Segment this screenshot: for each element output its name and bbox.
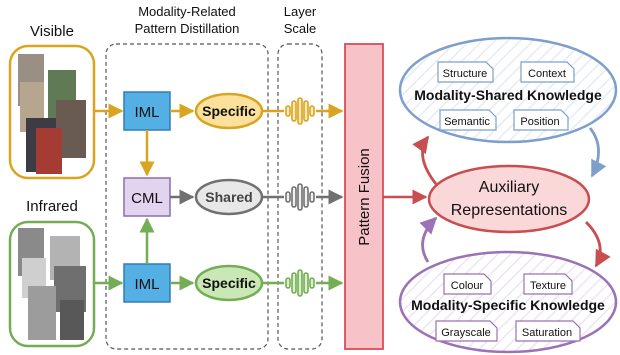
specific-tag-saturation: Saturation — [515, 320, 581, 342]
shared-tag-structure: Structure — [437, 61, 494, 83]
auxiliary-to-shared-knowledge-arrow — [412, 135, 438, 185]
iml-bottom-label: IML — [134, 276, 159, 293]
auxiliary-to-specific-knowledge-arrow — [585, 221, 611, 268]
auxiliary-representations-node — [427, 164, 591, 234]
specific-knowledge-to-auxiliary-arrow — [419, 216, 438, 263]
shared-label: Shared — [205, 189, 252, 205]
infrared-photo-6 — [60, 300, 84, 340]
iml-bottom-block — [123, 263, 171, 303]
layer-scale-glyph-shared — [285, 183, 315, 211]
specific-infrared-label: Specific — [202, 275, 256, 291]
shared-tag-context-label: Context — [528, 68, 566, 80]
infrared-person-images — [18, 228, 86, 340]
specific-tag-colour-label: Colour — [451, 280, 484, 292]
shared-tag-semantic: Semantic — [439, 109, 497, 131]
infrared-label: Infrared — [26, 198, 78, 215]
specific-tag-grayscale: Grayscale — [435, 320, 498, 342]
modality-shared-knowledge-title: Modality-Shared Knowledge — [414, 87, 602, 103]
specific-tag-grayscale-label: Grayscale — [441, 327, 491, 339]
layer-scale-glyph-infrared — [285, 269, 315, 297]
shared-tag-position-label: Position — [520, 116, 559, 128]
pattern-fusion-block — [344, 43, 384, 350]
layer-scale-glyph-visible — [285, 97, 315, 125]
pattern-distillation-title-line1: Modality-Related — [138, 4, 236, 19]
specific-tag-texture-label: Texture — [530, 280, 566, 292]
layer-scale-title-line2: Scale — [284, 21, 317, 36]
shared-tag-structure-label: Structure — [443, 68, 488, 80]
auxiliary-label-line2: Representations — [451, 202, 568, 219]
specific-visible-label: Specific — [202, 103, 256, 119]
specific-tag-texture: Texture — [523, 273, 573, 295]
shared-tag-context: Context — [520, 61, 575, 83]
layer-scale-title-line1: Layer — [284, 4, 317, 19]
visible-label: Visible — [30, 23, 74, 40]
pattern-distillation-title-line2: Pattern Distillation — [135, 21, 240, 36]
cml-block — [123, 177, 171, 217]
shared-knowledge-to-auxiliary-arrow — [588, 127, 607, 178]
specific-tag-saturation-label: Saturation — [522, 327, 572, 339]
infrared-photo-5 — [28, 286, 56, 340]
visible-person-images — [18, 54, 86, 174]
auxiliary-label-line1: Auxiliary — [479, 179, 539, 196]
pattern-distillation-region — [105, 43, 269, 350]
specific-tag-colour: Colour — [443, 273, 492, 295]
visible-photo-6 — [36, 128, 62, 174]
shared-tag-semantic-label: Semantic — [444, 116, 490, 128]
cml-label: CML — [131, 190, 163, 207]
pattern-fusion-label: Pattern Fusion — [356, 148, 373, 246]
modality-specific-knowledge-title: Modality-Specific Knowledge — [411, 297, 605, 313]
shared-tag-position: Position — [513, 109, 569, 131]
iml-top-label: IML — [134, 104, 159, 121]
